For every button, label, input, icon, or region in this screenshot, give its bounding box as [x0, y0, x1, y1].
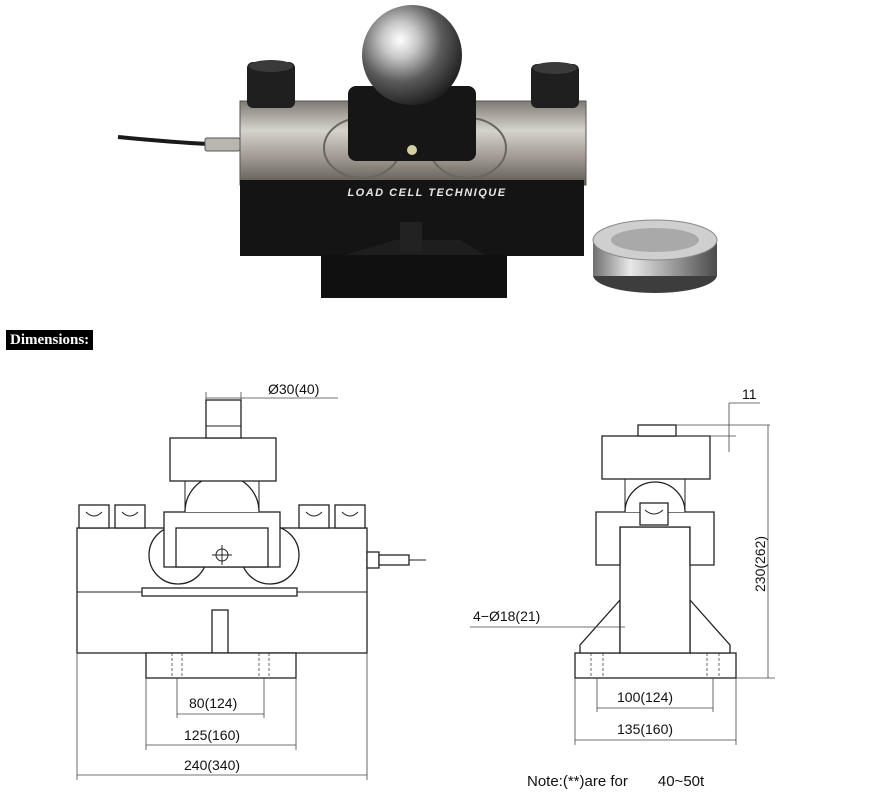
overall-height-dim: 230(262) [752, 536, 768, 592]
engraving-text: LOAD CELL TECHNIQUE [347, 187, 506, 199]
load-cell-photo: LOAD CELL TECHNIQUE [117, 5, 718, 298]
steel-ball [362, 5, 462, 105]
right-bolt [531, 64, 579, 108]
ball-cap [348, 86, 476, 161]
base-inner-dim: 100(124) [617, 689, 673, 705]
base-plate [321, 255, 507, 298]
holes-dim: 4−Ø18(21) [473, 608, 540, 624]
capacity-note: Note:(**)are for 40~50t [527, 773, 704, 790]
side-view: 11 230(262) 4−Ø18(21) 100(124) 135(160) [470, 386, 775, 745]
bolt-spacing-outer-dim: 125(160) [184, 727, 240, 743]
note-text: Note:(**)are for [527, 773, 628, 790]
note-range: 40~50t [657, 773, 705, 790]
front-view: Ø30(40) 80(124) 125(160) 240(340) [76, 381, 426, 780]
left-bolt [247, 62, 295, 108]
dimensions-label: Dimensions: [6, 330, 94, 350]
base-outer-dim: 135(160) [617, 721, 673, 737]
bolt-spacing-inner-dim: 80(124) [189, 695, 237, 711]
overall-length-dim: 240(340) [184, 757, 240, 773]
cable [117, 135, 209, 146]
ball-diameter-dim: Ø30(40) [268, 381, 319, 397]
cap-offset-dim: 11 [742, 386, 757, 402]
